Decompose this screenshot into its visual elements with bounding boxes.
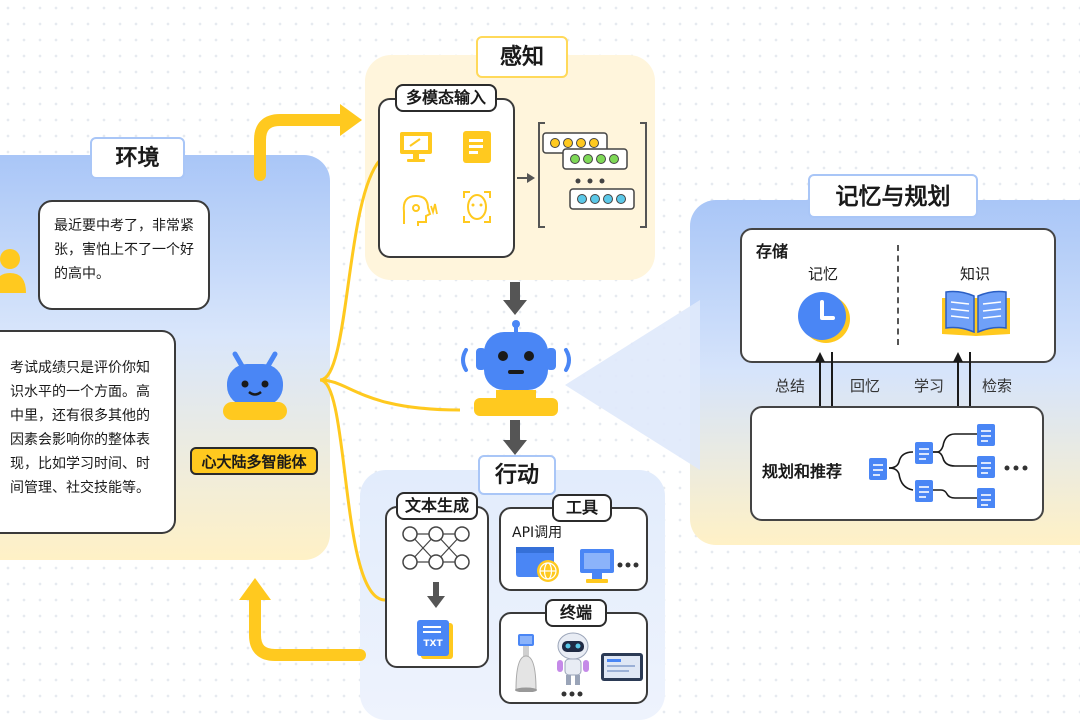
- storage-divider: [897, 245, 899, 345]
- environment-title: 环境: [90, 137, 185, 179]
- perception-title: 感知: [476, 36, 568, 78]
- tools-title: 工具: [552, 494, 612, 522]
- retrieve-label: 检索: [982, 377, 1013, 395]
- agent-speech-bubble: 考试成绩只是评价你知识水平的一个方面。高中里，还有很多其他的因素会影响你的整体表…: [0, 330, 176, 534]
- encoding-diagram: [517, 122, 647, 228]
- action-title: 行动: [478, 455, 556, 495]
- robot-icon: [223, 351, 287, 420]
- recall-label: 回忆: [850, 377, 881, 395]
- service-robot-icon: [515, 634, 537, 692]
- learn-label: 学习: [914, 377, 945, 395]
- memory-label: 记忆: [808, 265, 839, 283]
- user-message: 最近要中考了，非常紧张，害怕上不了一个好的高中。: [54, 218, 194, 282]
- agent-label: 心大陆多智能体: [190, 447, 318, 475]
- multimodal-input-title: 多模态输入: [395, 84, 497, 112]
- tablet-icon: [601, 653, 643, 681]
- down-arrow-icon: [427, 582, 445, 608]
- summarize-label: 总结: [775, 377, 806, 395]
- terminal-title: 终端: [545, 599, 607, 627]
- txt-file-icon: TXT: [417, 620, 449, 656]
- desktop-icon: [580, 549, 614, 583]
- storage-title: 存储: [756, 242, 789, 261]
- more-dots-icon: [617, 562, 639, 568]
- person-icon: [0, 249, 26, 293]
- user-speech-bubble: 最近要中考了，非常紧张，害怕上不了一个好的高中。: [38, 200, 210, 310]
- memory-planning-title: 记忆与规划: [808, 174, 978, 218]
- document-icon: [463, 131, 491, 163]
- voice-icon: [402, 194, 438, 226]
- text-generation-title: 文本生成: [396, 492, 478, 520]
- txt-label: TXT: [423, 639, 443, 649]
- face-icon: [463, 191, 491, 223]
- api-call-label: API调用: [512, 525, 563, 541]
- multimodal-input-box: [378, 98, 515, 258]
- agent-message: 考试成绩只是评价你知识水平的一个方面。高中里，还有很多其他的因素会影响你的整体表…: [10, 360, 150, 496]
- humanoid-robot-icon: [557, 632, 589, 685]
- book-icon: [942, 290, 1010, 336]
- planning-tree-diagram: [869, 424, 1028, 508]
- network-icon: [402, 526, 470, 570]
- monitor-icon: [400, 132, 432, 162]
- planning-label: 规划和推荐: [762, 462, 843, 481]
- clock-icon: [798, 292, 850, 343]
- globe-icon: [516, 547, 559, 582]
- knowledge-label: 知识: [960, 265, 991, 283]
- central-robot-icon: [461, 320, 571, 416]
- terminal-more-dots-icon: [561, 691, 583, 697]
